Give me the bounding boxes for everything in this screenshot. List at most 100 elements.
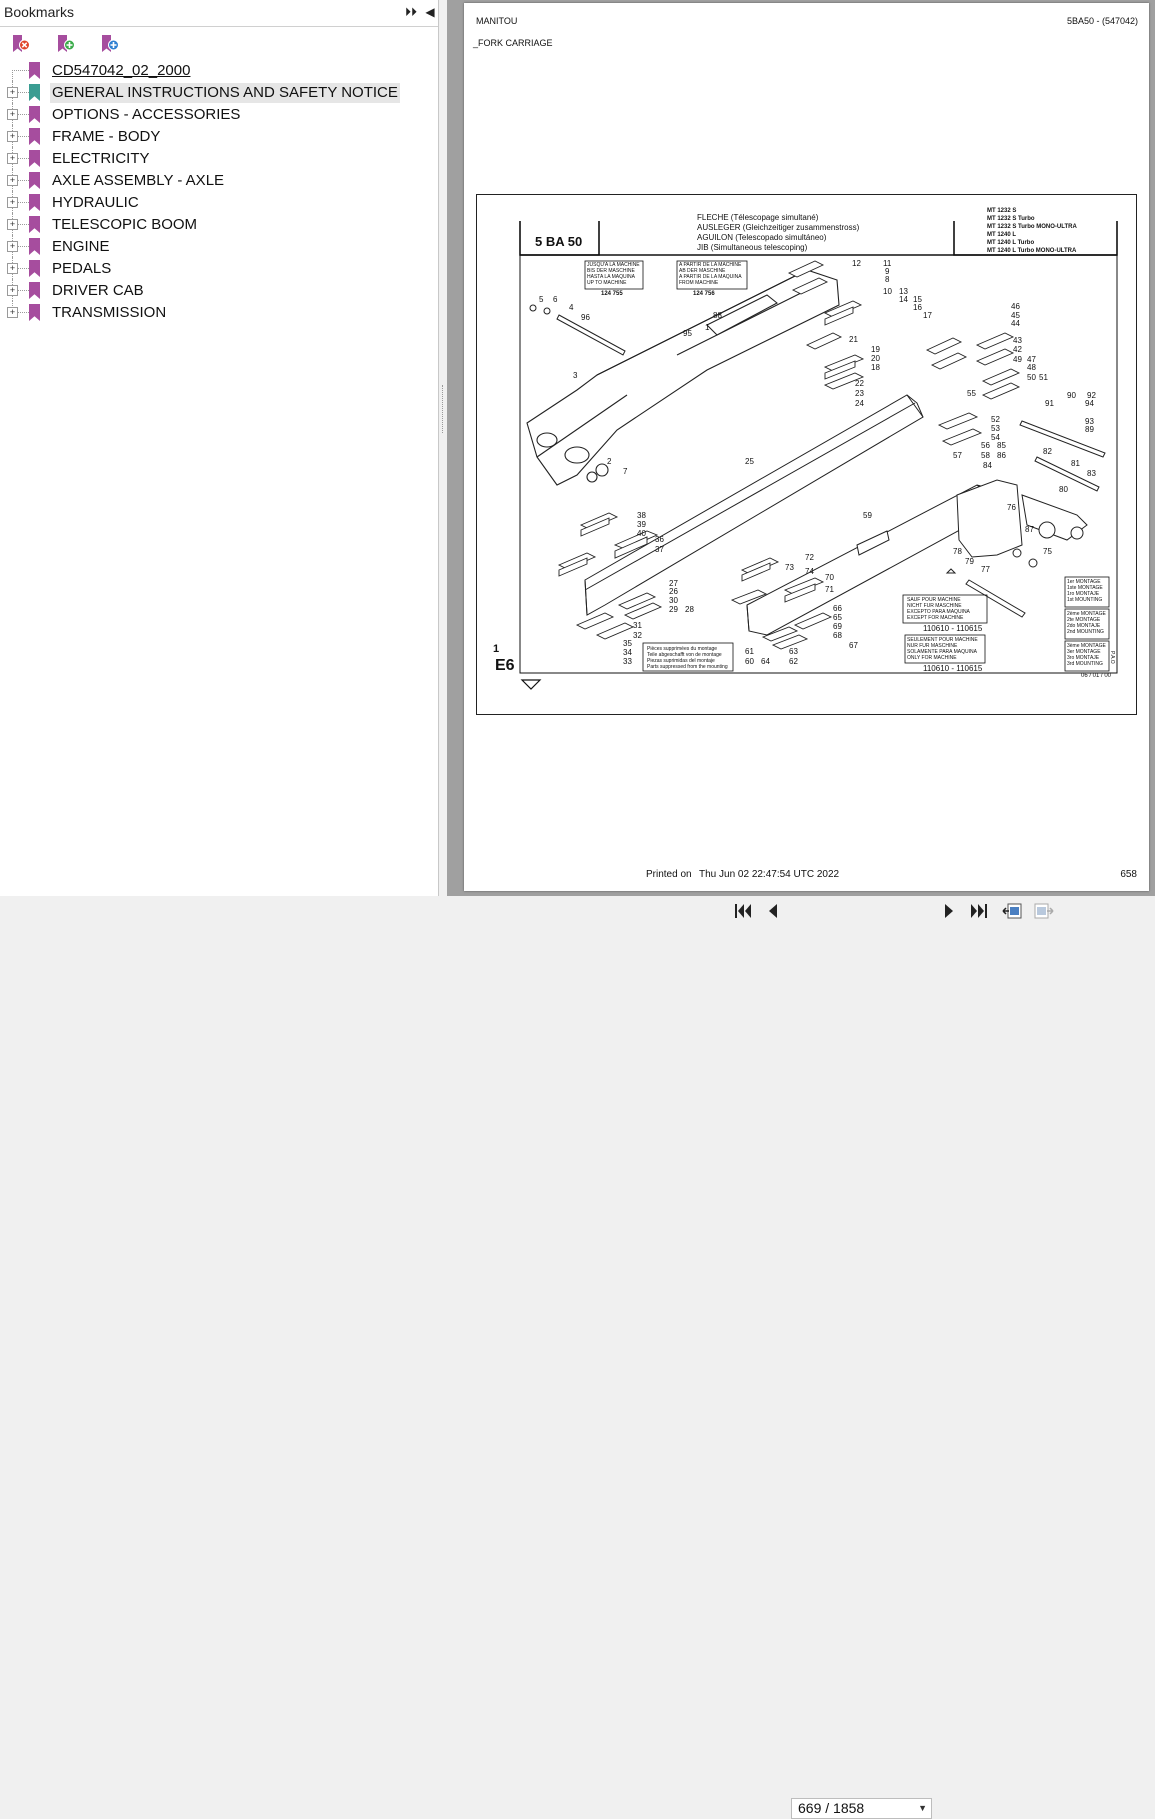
model-list-item: MT 1240 L (987, 232, 1017, 238)
part-number-label: 92 (1087, 391, 1096, 400)
note-until-line: BIS DER MASCHINE (587, 268, 635, 274)
add-child-bookmark-icon[interactable] (99, 33, 121, 55)
part-number-label: 78 (953, 547, 962, 556)
part-number-label: 8 (885, 275, 890, 284)
bookmark-label[interactable]: CD547042_02_2000 (52, 62, 191, 79)
bookmark-label[interactable]: PEDALS (52, 260, 112, 277)
bookmark-label[interactable]: ELECTRICITY (52, 150, 150, 167)
bookmark-row[interactable]: + OPTIONS - ACCESSORIES (0, 103, 437, 125)
add-bookmark-icon[interactable] (55, 33, 77, 55)
bookmark-row[interactable]: + ELECTRICITY (0, 147, 437, 169)
drawing-model: 5 BA 50 (535, 234, 583, 249)
exploded-view-drawing: 5 BA 50 FLECHE (Télescopage simultané) A… (476, 194, 1137, 715)
part-number-label: 17 (923, 311, 932, 320)
note-only-line: NUR FUR MASCHINE (907, 643, 958, 649)
part-number-label: 89 (1085, 425, 1094, 434)
note-except-line: EXCEPT FOR MACHINE (907, 615, 964, 621)
part-number-label: 29 (669, 605, 678, 614)
bookmarks-header: Bookmarks ⏵⏵ ◀ (0, 0, 438, 27)
bookmark-row[interactable]: + ENGINE (0, 235, 437, 257)
note-from-number: 124 756 (693, 291, 715, 297)
bookmark-icon (29, 84, 40, 101)
bookmark-row[interactable]: + TRANSMISSION (0, 301, 437, 323)
part-number-label: 20 (871, 354, 880, 363)
note-except-line: NICHT FUR MASCHINE (907, 603, 962, 609)
bookmark-label[interactable]: TELESCOPIC BOOM (52, 216, 198, 233)
last-page-icon[interactable] (969, 902, 989, 920)
bookmark-row[interactable]: + HYDRAULIC (0, 191, 437, 213)
part-number-label: 5 (539, 295, 544, 304)
legend-2nd-line: 2ème MONTAGE (1067, 611, 1106, 617)
part-number-label: 90 (1067, 391, 1076, 400)
part-number-label: 91 (1045, 399, 1054, 408)
navigation-bar: 669 / 1858 ▼ (0, 896, 1155, 1819)
bookmark-row[interactable]: + GENERAL INSTRUCTIONS AND SAFETY NOTICE (0, 81, 437, 103)
part-number-label: 4 (569, 303, 574, 312)
part-number-label: 44 (1011, 319, 1020, 328)
panel-splitter[interactable] (439, 0, 447, 896)
bookmark-label[interactable]: TRANSMISSION (52, 304, 167, 321)
bookmark-row[interactable]: CD547042_02_2000 (0, 59, 437, 81)
part-number-label: 25 (745, 457, 754, 466)
bookmark-label[interactable]: GENERAL INSTRUCTIONS AND SAFETY NOTICE (50, 83, 400, 103)
previous-page-icon[interactable] (763, 902, 783, 920)
page-number-select[interactable]: 669 / 1858 ▼ (791, 1798, 932, 1819)
bookmark-row[interactable]: + PEDALS (0, 257, 437, 279)
bookmark-row[interactable]: + TELESCOPIC BOOM (0, 213, 437, 235)
collapse-panel-icon[interactable]: ◀ (425, 5, 435, 19)
legend-3rd-line: 3rd MOUNTING (1067, 661, 1103, 667)
dropdown-arrow-icon[interactable]: ▼ (918, 1803, 927, 1813)
bookmark-icon (29, 150, 40, 167)
part-number-label: 31 (633, 621, 642, 630)
tree-line (17, 312, 29, 313)
delete-bookmark-icon[interactable] (10, 33, 32, 55)
part-number-label: 3 (573, 371, 578, 380)
part-number-label: 24 (855, 399, 864, 408)
part-number-label: 15 (913, 295, 922, 304)
note-suppressed-line: Parts suppressed from the mounting (647, 664, 728, 670)
bookmark-icon (29, 304, 40, 321)
bookmark-row[interactable]: + DRIVER CAB (0, 279, 437, 301)
down-arrow-icon (520, 679, 542, 690)
drawing-title-fr: FLECHE (Télescopage simultané) (697, 213, 819, 222)
part-number-label: 55 (967, 389, 976, 398)
part-number-label: 65 (833, 613, 842, 622)
part-number-label: 9 (885, 267, 890, 276)
note-only-line: SOLAMENTE PARA MAQUINA (907, 649, 977, 655)
bookmark-label[interactable]: DRIVER CAB (52, 282, 144, 299)
note-only-line: SEULEMENT POUR MACHINE (907, 637, 978, 643)
bookmark-label[interactable]: AXLE ASSEMBLY - AXLE (52, 172, 225, 189)
bookmark-row[interactable]: + FRAME - BODY (0, 125, 437, 147)
part-number-label: 62 (789, 657, 798, 666)
next-view-icon[interactable] (1033, 901, 1055, 921)
part-number-label: 95 (683, 329, 692, 338)
tree-line (17, 268, 29, 269)
bookmark-label[interactable]: HYDRAULIC (52, 194, 139, 211)
model-list-item: MT 1240 L Turbo (987, 240, 1035, 246)
bookmark-label[interactable]: ENGINE (52, 238, 110, 255)
part-number-label: 42 (1013, 345, 1022, 354)
part-number-label: 37 (655, 545, 664, 554)
note-suppressed-line: Pièces supprimées du montage (647, 646, 718, 652)
tree-line (12, 301, 13, 312)
bookmarks-title: Bookmarks (4, 4, 75, 20)
part-number-label: 74 (805, 567, 814, 576)
drawing-title-en: JIB (Simultaneous telescoping) (697, 243, 808, 252)
part-number-label: 6 (553, 295, 558, 304)
part-number-label: 27 (669, 579, 678, 588)
bookmark-label[interactable]: FRAME - BODY (52, 128, 161, 145)
part-number-label: 68 (833, 631, 842, 640)
part-number-label: 80 (1059, 485, 1068, 494)
part-number-label: 35 (623, 639, 632, 648)
bookmark-label[interactable]: OPTIONS - ACCESSORIES (52, 106, 241, 123)
first-page-icon[interactable] (733, 902, 753, 920)
previous-view-icon[interactable] (1001, 901, 1023, 921)
legend-2nd-line: 2te MONTAGE (1067, 617, 1101, 623)
next-page-icon[interactable] (939, 902, 959, 920)
splitter-grip[interactable] (442, 385, 445, 433)
note-from-line: AB DER MASCHINE (679, 268, 726, 274)
part-number-label: 56 (981, 441, 990, 450)
expand-panel-icon[interactable]: ⏵⏵ (404, 5, 417, 19)
bookmark-row[interactable]: + AXLE ASSEMBLY - AXLE (0, 169, 437, 191)
tree-line (17, 246, 29, 247)
